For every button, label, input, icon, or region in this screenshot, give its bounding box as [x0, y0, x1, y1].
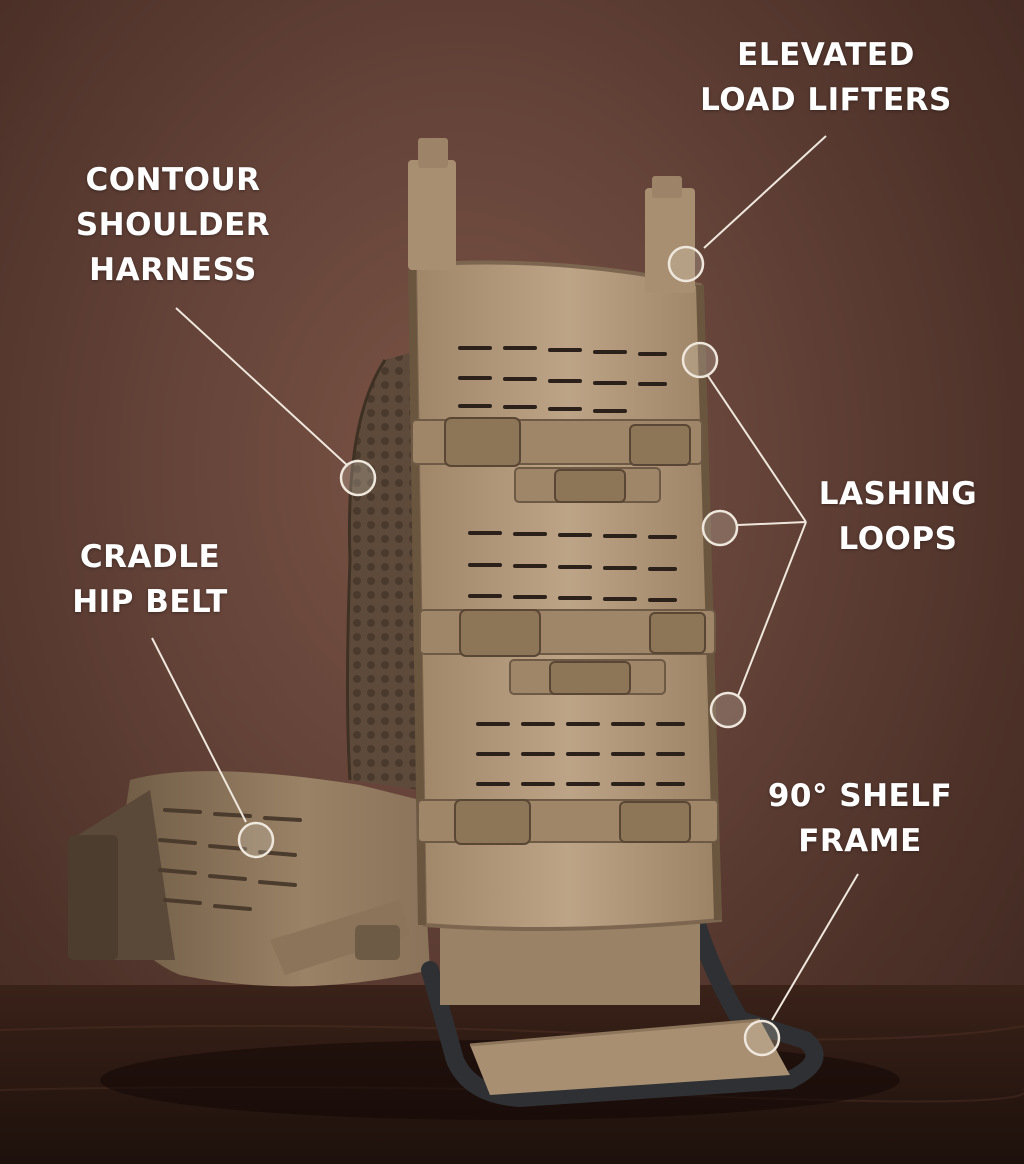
callout-markers	[237, 245, 781, 1057]
harness-marker	[339, 459, 377, 497]
callout-lines	[151, 135, 859, 1021]
label-shelf-frame: 90° SHELF FRAME	[767, 778, 953, 859]
lashing-loop-marker-1	[681, 341, 719, 379]
shoulder-harness	[346, 350, 420, 790]
label-elevated-load-lifters: ELEVATED LOAD LIFTERS	[700, 37, 952, 118]
label-lashing-loops: LASHING LOOPS	[818, 476, 978, 557]
label-contour-shoulder-harness: CONTOUR SHOULDER HARNESS	[75, 162, 271, 288]
hip-belt-marker	[237, 821, 275, 859]
shelf-frame	[421, 891, 824, 1108]
load-lifter-marker	[667, 245, 705, 283]
hip-belt	[68, 771, 430, 987]
lashing-loop-marker-2	[701, 509, 739, 547]
pack-back-panel	[408, 138, 723, 931]
label-cradle-hip-belt: CRADLE HIP BELT	[72, 539, 228, 620]
shelf-frame-marker	[743, 1019, 781, 1057]
lashing-loop-marker-3	[709, 691, 747, 729]
